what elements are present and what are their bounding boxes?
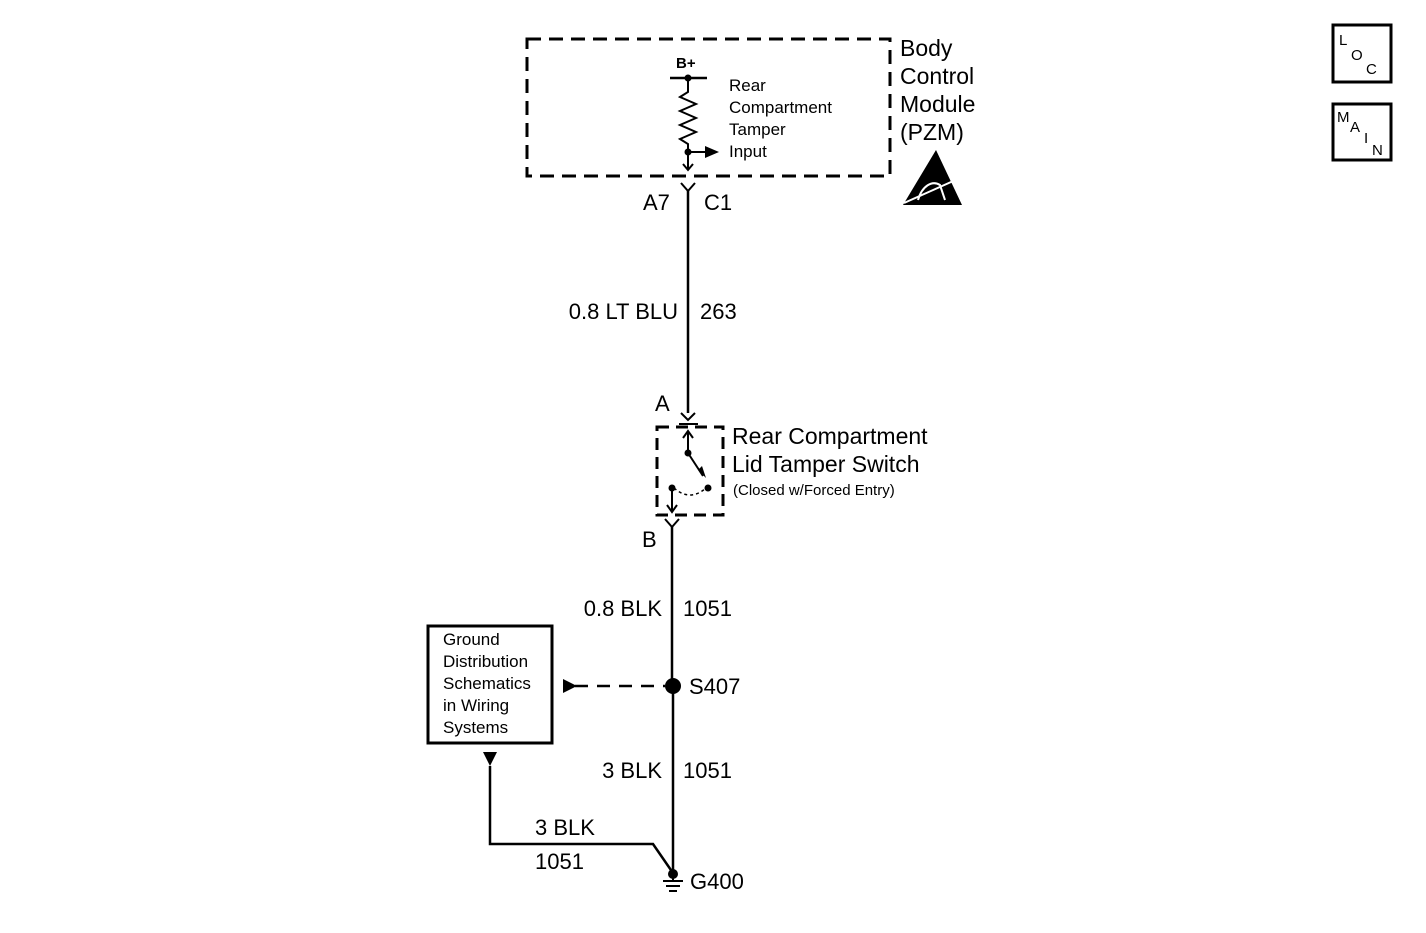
switch-pin-a: A	[655, 391, 670, 416]
main-letter-a: A	[1350, 119, 1360, 136]
bcm-name-line-2: Control	[900, 63, 974, 89]
reference-line-5: Systems	[443, 718, 508, 737]
pullup-resistor	[677, 80, 699, 152]
ground-id: G400	[690, 869, 744, 894]
bcm-boundary	[525, 37, 892, 178]
main-button[interactable]: M A I N	[1331, 102, 1393, 162]
esd-warning-icon	[903, 150, 962, 205]
branch-arrow	[483, 752, 497, 766]
wire-263-circuit: 263	[700, 299, 737, 324]
wire-1051-branch	[488, 766, 675, 874]
loc-letter-c: C	[1366, 61, 1377, 78]
supply-label: B+	[676, 55, 696, 72]
wire-1051-upper-circuit: 1051	[683, 596, 732, 621]
loc-button[interactable]: L O C	[1331, 23, 1393, 84]
loc-letter-o: O	[1351, 47, 1363, 64]
bcm-name-line-1: Body	[900, 35, 953, 61]
wire-263-gauge-color: 0.8 LT BLU	[569, 299, 678, 324]
input-label-line-4: Input	[729, 142, 767, 161]
switch-name-line-1: Rear Compartment	[732, 423, 928, 449]
input-label-line-3: Tamper	[729, 120, 786, 139]
reference-arrow	[563, 679, 577, 693]
reference-line-1: Ground	[443, 630, 500, 649]
input-label-line-1: Rear	[729, 76, 766, 95]
tamper-switch: A B Rear Compartment Lid Tamper Switch (…	[642, 391, 928, 552]
wire-branch-gauge-color: 3 BLK	[535, 815, 595, 840]
body-control-module: Body Control Module (PZM) B+ Rear Compar…	[525, 35, 975, 205]
connector-id-label: C1	[704, 190, 732, 215]
reference-box[interactable]	[426, 624, 554, 745]
bcm-name-line-4: (PZM)	[900, 119, 964, 145]
reference-line-2: Distribution	[443, 652, 528, 671]
main-letter-n: N	[1372, 142, 1383, 159]
ground-icon	[663, 869, 683, 892]
wire-1051-lower-gauge-color: 3 BLK	[602, 758, 662, 783]
input-label-line-2: Compartment	[729, 98, 832, 117]
wire-branch-circuit: 1051	[535, 849, 584, 874]
switch-boundary	[655, 425, 725, 517]
switch-name-line-2: Lid Tamper Switch	[732, 451, 920, 477]
reference-line-4: in Wiring	[443, 696, 509, 715]
wire-1051-upper-gauge-color: 0.8 BLK	[584, 596, 663, 621]
connector-c1: A7 C1	[643, 182, 732, 215]
ground-distribution-reference[interactable]: Ground Distribution Schematics in Wiring…	[426, 624, 554, 745]
bcm-name-line-3: Module	[900, 91, 975, 117]
main-letter-m: M	[1337, 109, 1350, 126]
reference-line-3: Schematics	[443, 674, 531, 693]
switch-forced-path	[673, 487, 707, 496]
loc-letter-l: L	[1339, 32, 1347, 49]
input-arrow	[705, 146, 719, 158]
switch-pin-b: B	[642, 527, 657, 552]
wire-1051-lower-circuit: 1051	[683, 758, 732, 783]
splice-id: S407	[689, 674, 740, 699]
switch-note: (Closed w/Forced Entry)	[733, 482, 895, 499]
supply-node	[684, 74, 692, 82]
main-letter-i: I	[1364, 130, 1368, 147]
connector-pin-label: A7	[643, 190, 670, 215]
